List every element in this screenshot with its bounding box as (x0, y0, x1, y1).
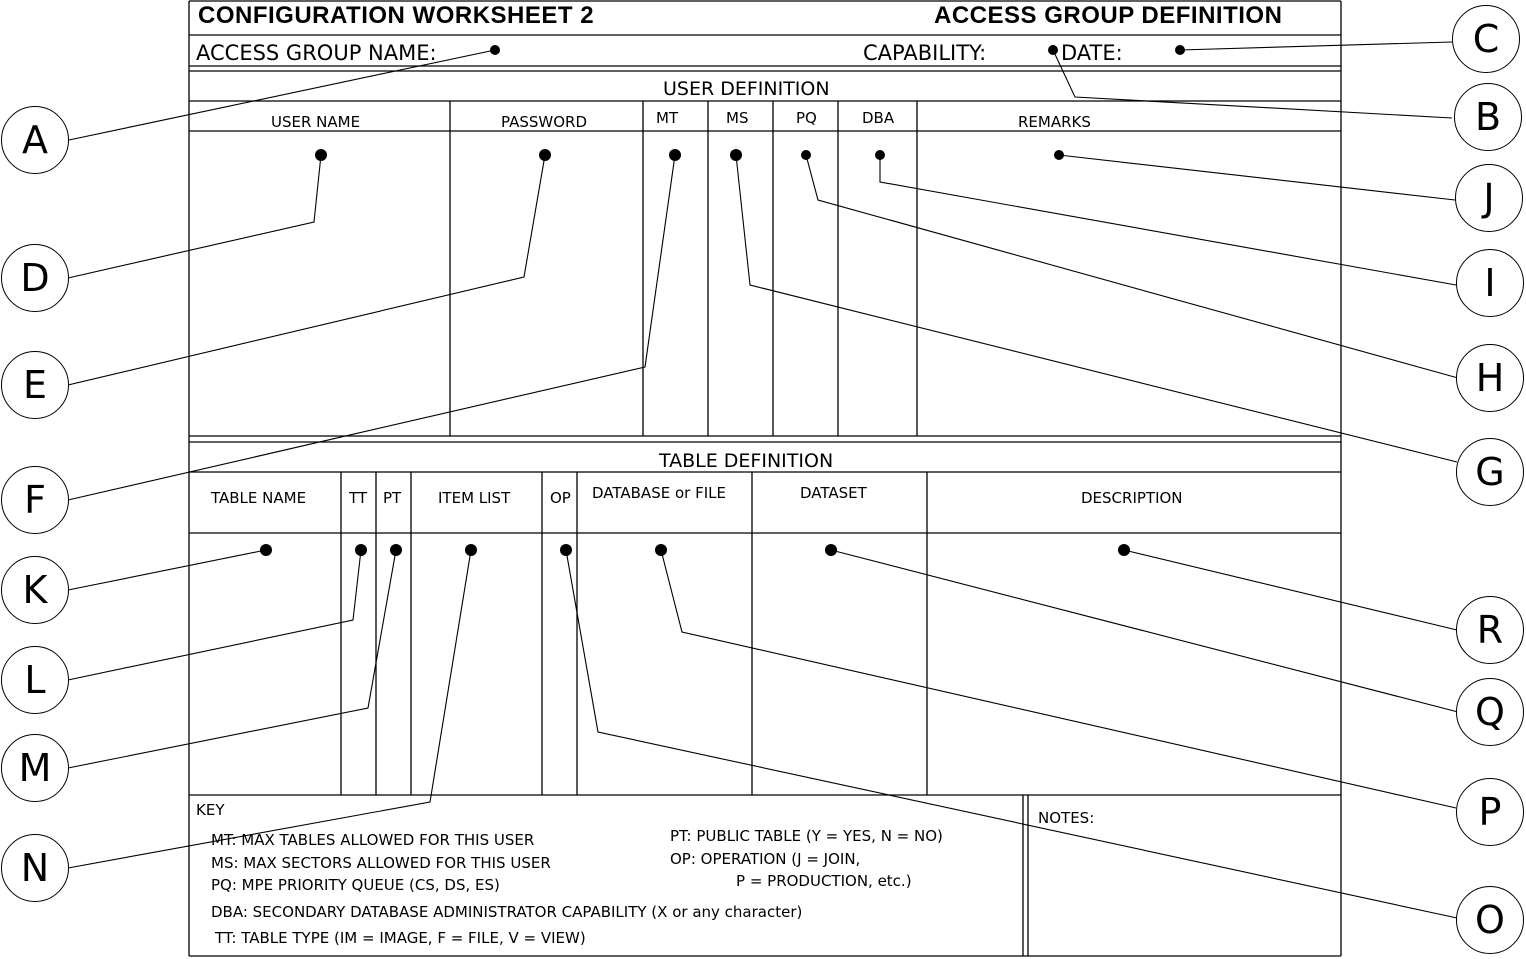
callout-q: Q (1456, 678, 1524, 746)
capability-label: CAPABILITY: (863, 41, 987, 65)
callout-h: H (1456, 344, 1524, 412)
column-remarks: REMARKS (1018, 113, 1091, 131)
key-op: OP: OPERATION (J = JOIN, (670, 850, 861, 868)
column-table-name: TABLE NAME (211, 489, 307, 507)
column-op: OP (550, 489, 571, 507)
column-item-list: ITEM LIST (438, 489, 511, 507)
user-definition-title: USER DEFINITION (663, 78, 830, 100)
callout-r: R (1456, 596, 1524, 664)
access-group-name-label: ACCESS GROUP NAME: (196, 41, 437, 65)
date-label: DATE: (1061, 41, 1123, 65)
key-tt: TT: TABLE TYPE (IM = IMAGE, F = FILE, V … (215, 929, 586, 947)
callout-l: L (1, 646, 69, 714)
callout-j: J (1455, 164, 1523, 232)
column-mt: MT (656, 109, 679, 127)
callout-b: B (1454, 83, 1522, 151)
column-ms: MS (726, 109, 749, 127)
column-tt: TT (349, 489, 368, 507)
column-description: DESCRIPTION (1081, 489, 1183, 507)
worksheet-title: CONFIGURATION WORKSHEET 2 (198, 2, 595, 29)
column-dataset: DATASET (800, 484, 867, 502)
key-dba: DBA: SECONDARY DATABASE ADMINISTRATOR CA… (211, 903, 803, 921)
callout-f: F (1, 466, 69, 534)
callout-m: M (1, 734, 69, 802)
column-dba: DBA (862, 109, 895, 127)
key-pq: PQ: MPE PRIORITY QUEUE (CS, DS, ES) (211, 876, 500, 894)
table-definition-title: TABLE DEFINITION (659, 450, 834, 472)
column-password: PASSWORD (501, 113, 588, 131)
callout-a: A (1, 106, 69, 174)
notes-title: NOTES: (1038, 809, 1095, 827)
callout-g: G (1456, 438, 1524, 506)
callout-p: P (1456, 778, 1524, 846)
column-pq: PQ (796, 109, 817, 127)
callout-o: O (1456, 886, 1524, 954)
callout-n: N (1, 834, 69, 902)
key-title: KEY (196, 801, 225, 819)
callout-i: I (1456, 249, 1524, 317)
key-pt: PT: PUBLIC TABLE (Y = YES, N = NO) (670, 827, 943, 845)
key-mt: MT: MAX TABLES ALLOWED FOR THIS USER (211, 831, 535, 849)
section-title: ACCESS GROUP DEFINITION (934, 2, 1283, 29)
callout-e: E (1, 351, 69, 419)
key-op-cont: P = PRODUCTION, etc.) (736, 872, 912, 890)
column-pt: PT (383, 489, 402, 507)
column-user-name: USER NAME (271, 113, 361, 131)
callout-d: D (1, 244, 69, 312)
column-database-or-file: DATABASE or FILE (592, 484, 726, 502)
callout-k: K (1, 556, 69, 624)
callout-c: C (1452, 5, 1520, 73)
key-ms: MS: MAX SECTORS ALLOWED FOR THIS USER (211, 854, 551, 872)
